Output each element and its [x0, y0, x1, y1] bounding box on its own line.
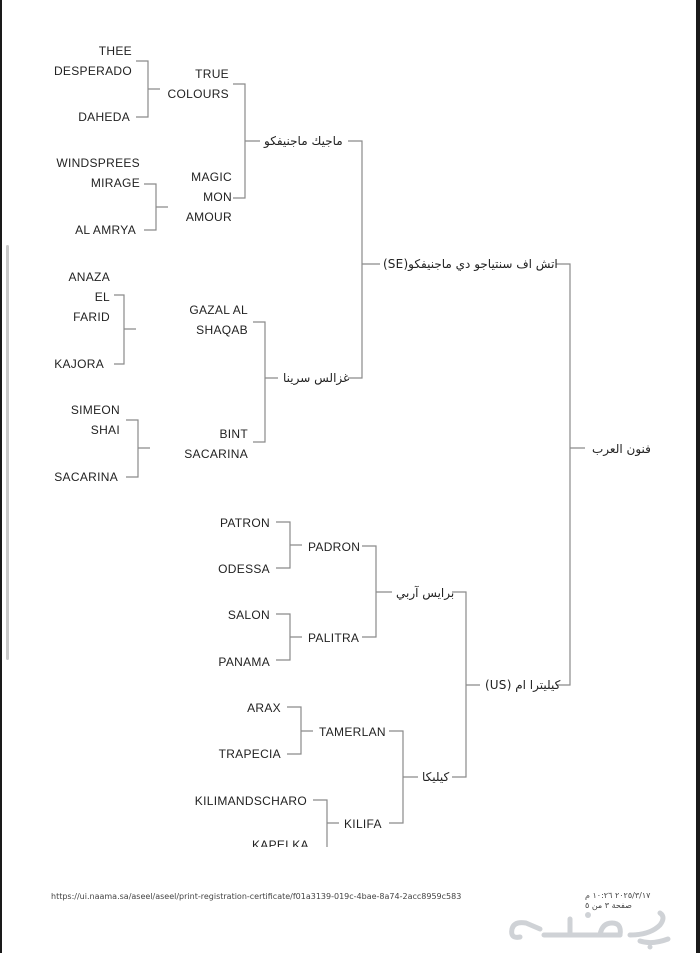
ancestor-gen4-10: ODESSA: [218, 562, 270, 576]
ancestor-gen3-3: GAZAL AL SHAQAB: [189, 303, 248, 337]
ancestor-gen3-8: KILIFA: [344, 817, 382, 831]
ancestor-gen4-8: SACARINA: [54, 470, 118, 484]
ancestor-gen4-14: TRAPECIA: [218, 747, 281, 761]
ancestor-name-line: SIMEON: [70, 403, 120, 417]
ancestor-name-line: ANAZA: [68, 270, 110, 284]
ancestor-gen4-3: WINDSPREES MIRAGE: [56, 156, 140, 190]
ancestor-name-line: DESPERADO: [53, 64, 132, 78]
ancestor-name-line: MIRAGE: [90, 176, 140, 190]
ancestor-gen4-7: SIMEON SHAI: [71, 403, 120, 437]
ancestor-gen4-4: AL AMRYA: [75, 223, 136, 237]
grandparent-1: ماجيك ماجنيفكو: [264, 134, 343, 148]
ancestor-name-line: GAZAL AL: [189, 303, 248, 317]
ancestor-gen3-5: PADRON: [308, 540, 361, 554]
ancestor-gen4-6: KAJORA: [54, 357, 104, 371]
haraj-watermark-logo: [509, 910, 671, 950]
ancestor-gen4-16-clipped: KAPELKA: [240, 838, 360, 847]
grandparent-2: غزالس سرينا: [283, 371, 350, 385]
ancestor-gen3-2: MAGIC MON AMOUR: [186, 170, 232, 224]
dam: كيليترا ام (US): [485, 678, 561, 692]
ancestor-name-line: WINDSPREES: [56, 156, 140, 170]
ancestor-name-line: AMOUR: [185, 210, 232, 224]
grandparent-4: كيليكا: [422, 770, 450, 784]
ancestor-name-line: THEE: [98, 44, 132, 58]
page-number: صفحة ٣ من ٥: [585, 901, 632, 910]
ancestor-gen4-13: ARAX: [247, 701, 281, 715]
ancestor-gen3-1: TRUE COLOURS: [168, 67, 229, 101]
ancestor-name-line: COLOURS: [167, 87, 229, 101]
ancestor-gen4-12: PANAMA: [218, 655, 270, 669]
ancestor-name-line: FARID: [73, 310, 110, 324]
ancestor-name-line: SHAI: [90, 423, 120, 437]
grandparent-3: برايس آربي: [396, 586, 455, 600]
subject-horse-name: فنون العرب: [592, 442, 651, 456]
print-date: ٢٠٢٥/٣/١٧ ١٠:٢٦ م: [585, 891, 651, 900]
ancestor-gen4-2: DAHEDA: [78, 110, 130, 124]
ancestor-name-line: MON: [203, 190, 232, 204]
ancestor-gen4-1: THEE DESPERADO: [54, 44, 132, 78]
ancestor-name-line: EL: [94, 290, 110, 304]
ancestor-name-line: MAGIC: [191, 170, 232, 184]
ancestor-gen4-11: SALON: [227, 608, 270, 622]
ancestor-name-clipped: KAPELKA: [252, 838, 309, 847]
ancestor-gen4-15: KILIMANDSCHARO: [194, 794, 307, 808]
ancestor-name-line: BINT: [219, 427, 248, 441]
ancestor-gen3-6: PALITRA: [308, 631, 360, 645]
print-url: https://ui.naama.sa/aseel/aseel/print-re…: [51, 892, 462, 901]
scrollbar[interactable]: [6, 245, 9, 660]
ancestor-name-line: SHAQAB: [196, 323, 248, 337]
sire: اتش اف سنتياجو دي ماجنيفكو(SE): [383, 257, 558, 271]
ancestor-name-line: TRUE: [195, 67, 229, 81]
ancestor-name-line: SACARINA: [184, 447, 248, 461]
ancestor-gen4-5: ANAZA EL FARID: [68, 270, 110, 324]
ancestor-gen4-9: PATRON: [219, 516, 270, 530]
ancestor-gen3-4: BINT SACARINA: [184, 427, 248, 461]
ancestor-gen3-7: TAMERLAN: [319, 725, 386, 739]
